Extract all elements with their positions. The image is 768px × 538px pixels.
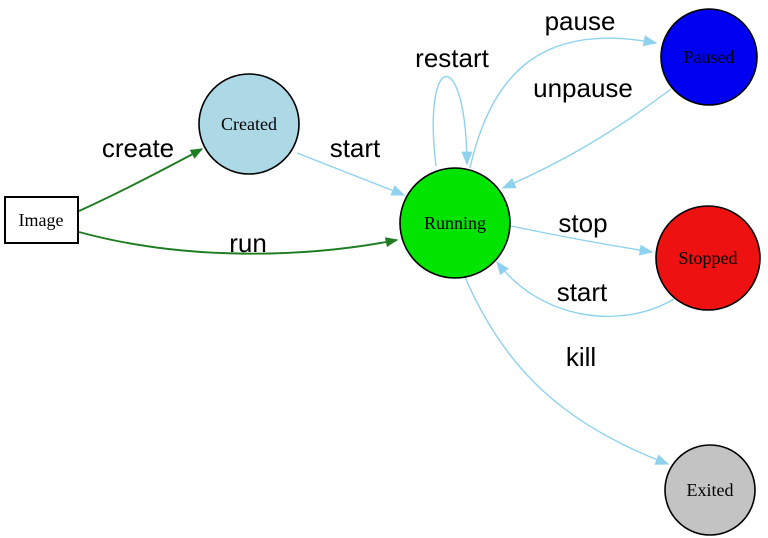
edge-pause	[469, 35, 658, 169]
node-created: Created	[198, 73, 300, 175]
edge-kill	[464, 276, 670, 465]
node-image: Image	[4, 196, 79, 244]
edge-label-restart: restart	[415, 43, 489, 73]
edge-restart-self-loop	[432, 75, 473, 167]
edge-label-kill: kill	[566, 342, 596, 372]
edge-label-run: run	[229, 228, 267, 258]
node-created-circle	[198, 73, 300, 175]
node-image-box	[4, 196, 79, 244]
node-stopped-circle	[655, 205, 761, 311]
node-stopped: Stopped	[655, 205, 761, 311]
node-label-running: Running	[424, 213, 486, 233]
node-exited: Exited	[664, 444, 756, 536]
node-label-stopped: Stopped	[678, 248, 737, 268]
node-paused-circle	[660, 8, 758, 106]
node-label-created: Created	[221, 114, 277, 134]
edge-label-create: create	[102, 133, 174, 163]
node-label-paused: Paused	[684, 47, 735, 67]
node-paused: Paused	[660, 8, 758, 106]
edge-create	[78, 148, 204, 212]
edge-run	[78, 231, 399, 255]
edge-stop	[510, 225, 654, 256]
edge-label-stop: stop	[558, 208, 607, 238]
edge-start-stopped-running	[496, 260, 675, 317]
edge-label-start-2: start	[557, 277, 608, 307]
node-running: Running	[399, 167, 511, 279]
edge-label-pause: pause	[545, 6, 616, 36]
edge-label-start-1: start	[330, 133, 381, 163]
edge-label-unpause: unpause	[533, 73, 633, 103]
edge-unpause	[501, 88, 672, 189]
edge-start-created-running	[296, 152, 406, 196]
node-label-exited: Exited	[687, 480, 734, 500]
node-running-circle	[399, 167, 511, 279]
node-label-image: Image	[19, 210, 64, 230]
node-exited-circle	[664, 444, 756, 536]
